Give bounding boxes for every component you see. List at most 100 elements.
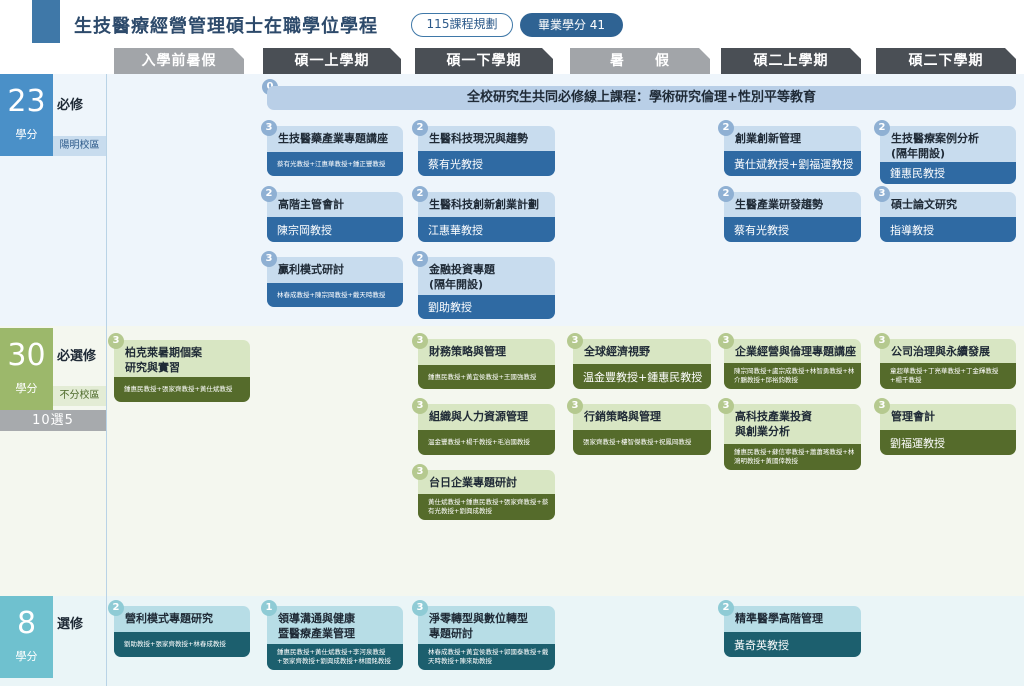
course-name: 生醫產業研發趨勢 <box>735 198 823 211</box>
semester-header-y2-fall: 碩二上學期 <box>721 48 861 74</box>
course-name: 管理會計 <box>891 410 935 423</box>
credit-badge: 3 <box>412 600 428 616</box>
course-teacher: 張家齊教授+樓智傑教授+祝鳳岡教授 <box>573 430 711 455</box>
course-teacher: 劉福運教授 <box>880 430 1016 455</box>
course-teacher: 陳宗岡教授 <box>267 217 403 242</box>
course-card: 生技醫療案例分析 (隔年開設) 鍾惠民教授 <box>880 126 1016 184</box>
course-card: 營利模式專題研究 劉助教授+張家齊教授+林春成教授 <box>114 606 250 657</box>
course-teacher: 黃仕斌教授+鍾惠民教授+張家齊教授+蔡有光教授+劉興成教授 <box>418 494 555 520</box>
credit-badge: 2 <box>412 120 428 136</box>
course-name: 台日企業專題研討 <box>429 476 517 489</box>
optional-credits: 8 <box>16 606 37 641</box>
course-teacher: 鍾惠民教授+黃宜侯教授+王國強教授 <box>418 365 555 389</box>
credit-badge: 3 <box>874 186 890 202</box>
course-teacher: 林春成教授+陳宗岡教授+戴天時教授 <box>267 283 403 307</box>
credit-badge: 3 <box>261 251 277 267</box>
credit-badge: 3 <box>261 120 277 136</box>
course-name: 贏利模式研討 <box>278 263 344 276</box>
credits-badge: 畢業學分 41 <box>520 13 623 37</box>
elective-label: 必選修 <box>57 349 97 364</box>
course-teacher: 劉助教授 <box>418 295 555 319</box>
course-card: 生技醫藥產業專題講座 蔡有光教授+江惠華教授+鍾正豐教授 <box>267 126 403 176</box>
elective-unit: 學分 <box>15 382 38 395</box>
course-teacher: 林春成教授+黃宜侯教授+郭國泰教授+戴天時教授+陳來助教授 <box>418 644 555 670</box>
credit-badge: 3 <box>108 333 124 349</box>
required-label: 必修 <box>57 98 84 113</box>
course-card: 高科技產業投資 與創業分析 鍾惠民教授+蘇信寧教授+蕭蕭瑤教授+林鴻明教授+黃國… <box>724 404 861 470</box>
elective-credits: 30 <box>7 338 46 373</box>
course-teacher: 鍾惠民教授+黃仕斌教授+李河泉教授+張家齊教授+劉興成教授+林國銘教授 <box>267 644 403 670</box>
credit-badge: 3 <box>874 398 890 414</box>
course-name: 營利模式專題研究 <box>125 612 213 625</box>
course-card: 行銷策略與管理 張家齊教授+樓智傑教授+祝鳳岡教授 <box>573 404 711 455</box>
course-name: 生醫科技創新創業計劃 <box>429 198 539 211</box>
course-name: 生技醫藥產業專題講座 <box>278 132 388 145</box>
course-teacher: 黃奇英教授 <box>724 632 861 657</box>
plan-badge: 115課程規劃 <box>411 13 513 37</box>
course-teacher: 童超華教授+丁亮華教授+丁金輝教授+楊千教授 <box>880 363 1016 389</box>
course-name: 生技醫療案例分析 (隔年開設) <box>891 132 979 160</box>
credit-badge: 2 <box>261 186 277 202</box>
course-card: 生醫產業研發趨勢 蔡有光教授 <box>724 192 861 242</box>
course-name: 高科技產業投資 與創業分析 <box>735 410 812 438</box>
credit-badge: 3 <box>412 333 428 349</box>
elective-campus: 不分校區 <box>53 386 106 406</box>
course-name: 淨零轉型與數位轉型 專題研討 <box>429 612 528 640</box>
semester-header-summer: 暑 假 <box>570 48 710 74</box>
course-name: 領導溝通與健康 暨醫療產業管理 <box>278 612 355 640</box>
course-card: 全球經濟視野 温金豐教授+鍾惠民教授 <box>573 339 711 389</box>
credit-badge: 3 <box>874 333 890 349</box>
credit-badge: 2 <box>874 120 890 136</box>
elective-rule: 10選5 <box>0 410 106 431</box>
required-credits-box: 23 學分 <box>0 74 53 156</box>
credit-badge: 3 <box>567 398 583 414</box>
credit-badge: 2 <box>108 600 124 616</box>
title-accent-bar <box>32 0 60 43</box>
course-card: 碩士論文研究 指導教授 <box>880 192 1016 242</box>
required-unit: 學分 <box>15 128 38 141</box>
course-teacher: 劉助教授+張家齊教授+林春成教授 <box>114 632 250 657</box>
credit-badge: 3 <box>412 398 428 414</box>
course-teacher: 江惠華教授 <box>418 217 555 242</box>
optional-label: 選修 <box>57 617 84 632</box>
course-card: 台日企業專題研討 黃仕斌教授+鍾惠民教授+張家齊教授+蔡有光教授+劉興成教授 <box>418 470 555 520</box>
course-card: 公司治理與永續發展 童超華教授+丁亮華教授+丁金輝教授+楊千教授 <box>880 339 1016 389</box>
course-card: 企業經營與倫理專題講座 陳宗岡教授+盧宗成教授+林智勇教授+林介鵬教授+邱裕鈞教… <box>724 339 861 389</box>
course-card: 生醫科技創新創業計劃 江惠華教授 <box>418 192 555 242</box>
optional-credits-box: 8 學分 <box>0 596 53 678</box>
credit-badge: 3 <box>718 398 734 414</box>
credit-badge: 3 <box>567 333 583 349</box>
common-course-bar: 全校研究生共同必修線上課程：學術研究倫理+性別平等教育 <box>267 86 1016 110</box>
course-teacher: 陳宗岡教授+盧宗成教授+林智勇教授+林介鵬教授+邱裕鈞教授 <box>724 363 861 389</box>
course-teacher: 鍾惠民教授 <box>880 162 1016 184</box>
course-name: 全球經濟視野 <box>584 345 650 358</box>
column-divider <box>106 74 107 686</box>
required-credits: 23 <box>7 84 46 119</box>
credit-badge: 1 <box>261 600 277 616</box>
course-card: 創業創新管理 黃仕斌教授+劉福運教授 <box>724 126 861 176</box>
course-card: 精準醫學高階管理 黃奇英教授 <box>724 606 861 657</box>
semester-header-y2-spring: 碩二下學期 <box>876 48 1016 74</box>
credit-badge: 2 <box>412 251 428 267</box>
credit-badge: 2 <box>718 120 734 136</box>
semester-header-y1-spring: 碩一下學期 <box>415 48 553 74</box>
course-card: 金融投資專題 (隔年開設) 劉助教授 <box>418 257 555 319</box>
course-teacher: 温金豐教授+楊千教授+毛治國教授 <box>418 430 555 455</box>
course-name: 創業創新管理 <box>735 132 801 145</box>
course-name: 碩士論文研究 <box>891 198 957 211</box>
course-name: 企業經營與倫理專題講座 <box>735 345 856 358</box>
course-card: 贏利模式研討 林春成教授+陳宗岡教授+戴天時教授 <box>267 257 403 307</box>
elective-credits-box: 30 學分 <box>0 328 53 410</box>
semester-header-pre-summer: 入學前暑假 <box>114 48 244 74</box>
course-card: 高階主管會計 陳宗岡教授 <box>267 192 403 242</box>
course-name: 行銷策略與管理 <box>584 410 661 423</box>
credit-badge: 3 <box>412 464 428 480</box>
course-card: 管理會計 劉福運教授 <box>880 404 1016 455</box>
course-teacher: 温金豐教授+鍾惠民教授 <box>573 364 711 389</box>
credit-badge: 2 <box>412 186 428 202</box>
page-title: 生技醫療經營管理碩士在職學位學程 <box>74 16 378 37</box>
course-teacher: 蔡有光教授 <box>724 217 861 242</box>
course-name: 精準醫學高階管理 <box>735 612 823 625</box>
required-campus: 陽明校區 <box>53 136 106 156</box>
course-teacher: 鍾惠民教授+張家齊教授+黃仕斌教授 <box>114 377 250 402</box>
